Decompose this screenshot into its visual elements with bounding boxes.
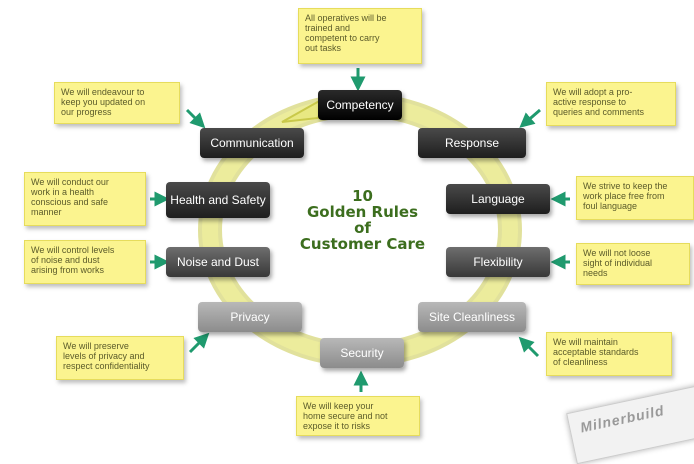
note-response: We will adopt a pro- active response to … bbox=[546, 82, 676, 126]
note-line: We strive to keep the bbox=[583, 181, 668, 191]
rule-label: Security bbox=[340, 346, 384, 360]
diagram-title: 10 Golden Rules of Customer Care bbox=[290, 188, 435, 252]
note-line: sight of individual bbox=[583, 258, 653, 268]
note-language: We strive to keep the work place free fr… bbox=[576, 176, 694, 220]
rule-language: Language bbox=[446, 184, 550, 214]
rule-communication: Communication bbox=[200, 128, 304, 158]
rule-security: Security bbox=[320, 338, 404, 368]
note-line: We will preserve bbox=[63, 341, 129, 351]
note-line: competent to carry bbox=[305, 33, 380, 43]
note-line: We will keep your bbox=[303, 401, 374, 411]
rule-label: Noise and Dust bbox=[176, 255, 260, 269]
note-line: acceptable standards bbox=[553, 347, 639, 357]
arrow-response bbox=[519, 108, 541, 128]
rule-label: Site Cleanliness bbox=[428, 310, 516, 324]
note-line: levels of privacy and bbox=[63, 351, 145, 361]
note-line: conscious and safe bbox=[31, 197, 109, 207]
note-health-and-safety: We will conduct our work in a health con… bbox=[24, 172, 146, 226]
note-security: We will keep your home secure and not ex… bbox=[296, 396, 420, 436]
note-line: expose it to risks bbox=[303, 421, 371, 431]
note-line: We will not loose bbox=[583, 248, 651, 258]
note-line: All operatives will be bbox=[305, 13, 387, 23]
note-line: active response to bbox=[553, 97, 627, 107]
note-line: We will adopt a pro- bbox=[553, 87, 633, 97]
note-line: keep you updated on bbox=[61, 97, 146, 107]
note-line: out tasks bbox=[305, 43, 342, 53]
rule-label: Response bbox=[444, 136, 500, 150]
title-line: Golden Rules bbox=[306, 203, 419, 221]
title-line: of bbox=[354, 219, 371, 237]
rule-label: Privacy bbox=[230, 310, 270, 324]
title-line: Customer Care bbox=[299, 235, 426, 253]
note-line: respect confidentiality bbox=[63, 361, 150, 371]
note-privacy: We will preserve levels of privacy and r… bbox=[56, 336, 184, 380]
note-line: We will conduct our bbox=[31, 177, 109, 187]
arrow-site-cleanliness bbox=[518, 336, 540, 358]
note-line: queries and comments bbox=[553, 107, 645, 117]
title-line: 10 bbox=[352, 187, 373, 205]
note-line: foul language bbox=[583, 201, 638, 211]
note-line: We will control levels bbox=[31, 245, 115, 255]
note-line: We will maintain bbox=[553, 337, 618, 347]
rule-privacy: Privacy bbox=[198, 302, 302, 332]
rule-label: Communication bbox=[210, 136, 294, 150]
note-line: our progress bbox=[61, 107, 112, 117]
logo-text: Milnerbuild bbox=[578, 402, 666, 436]
note-line: needs bbox=[583, 268, 608, 278]
note-line: arising from works bbox=[31, 265, 105, 275]
rule-flexibility: Flexibility bbox=[446, 247, 550, 277]
rule-site-cleanliness: Site Cleanliness bbox=[418, 302, 526, 332]
rule-label: Health and Safety bbox=[170, 193, 266, 207]
rule-label: Flexibility bbox=[473, 255, 523, 269]
note-flexibility: We will not loose sight of individual ne… bbox=[576, 243, 690, 285]
note-site-cleanliness: We will maintain acceptable standards of… bbox=[546, 332, 672, 376]
note-line: work in a health bbox=[31, 187, 95, 197]
arrow-communication bbox=[185, 108, 206, 129]
note-line: We will endeavour to bbox=[61, 87, 145, 97]
note-competency: All operatives will be trained and compe… bbox=[298, 8, 422, 64]
note-line: manner bbox=[31, 207, 62, 217]
note-line: home secure and not bbox=[303, 411, 388, 421]
note-communication: We will endeavour to keep you updated on… bbox=[54, 82, 180, 124]
note-line: work place free from bbox=[583, 191, 665, 201]
arrow-privacy bbox=[188, 332, 210, 354]
rule-noise-and-dust: Noise and Dust bbox=[166, 247, 270, 277]
rule-health-and-safety: Health and Safety bbox=[166, 182, 270, 218]
rule-label: Language bbox=[471, 192, 525, 206]
rule-response: Response bbox=[418, 128, 526, 158]
rule-competency: Competency bbox=[318, 90, 402, 120]
note-noise-and-dust: We will control levels of noise and dust… bbox=[24, 240, 146, 284]
note-line: of cleanliness bbox=[553, 357, 608, 367]
note-line: trained and bbox=[305, 23, 351, 33]
note-line: of noise and dust bbox=[31, 255, 100, 265]
rule-label: Competency bbox=[326, 98, 394, 112]
